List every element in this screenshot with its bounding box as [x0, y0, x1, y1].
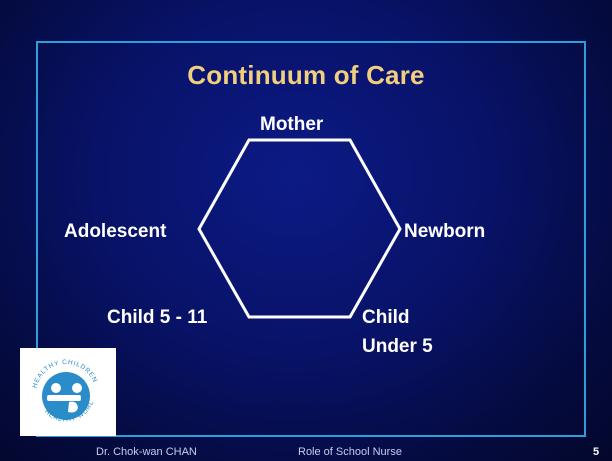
node-child-5-11: Child 5 - 11 — [107, 307, 208, 328]
node-newborn: Newborn — [404, 221, 486, 242]
footer-author: Dr. Chok-wan CHAN — [96, 446, 197, 458]
slide-frame — [36, 41, 586, 437]
node-mother: Mother — [260, 114, 324, 135]
logo-figure-arms — [47, 395, 81, 401]
hexagon-shape — [197, 138, 402, 319]
node-child-under-5: Child Under 5 — [362, 306, 433, 358]
node-child-under-5-line2: Under 5 — [362, 336, 433, 357]
logo-figure-head-left — [51, 383, 61, 393]
page-number: 5 — [593, 446, 600, 458]
node-child-under-5-line1: Child — [362, 307, 410, 328]
footer-topic: Role of School Nurse — [298, 446, 402, 458]
logo-figure-head-right — [72, 383, 82, 393]
node-adolescent: Adolescent — [64, 221, 167, 242]
slide-title: Continuum of Care — [187, 60, 425, 90]
logo-figure-body — [68, 401, 78, 413]
